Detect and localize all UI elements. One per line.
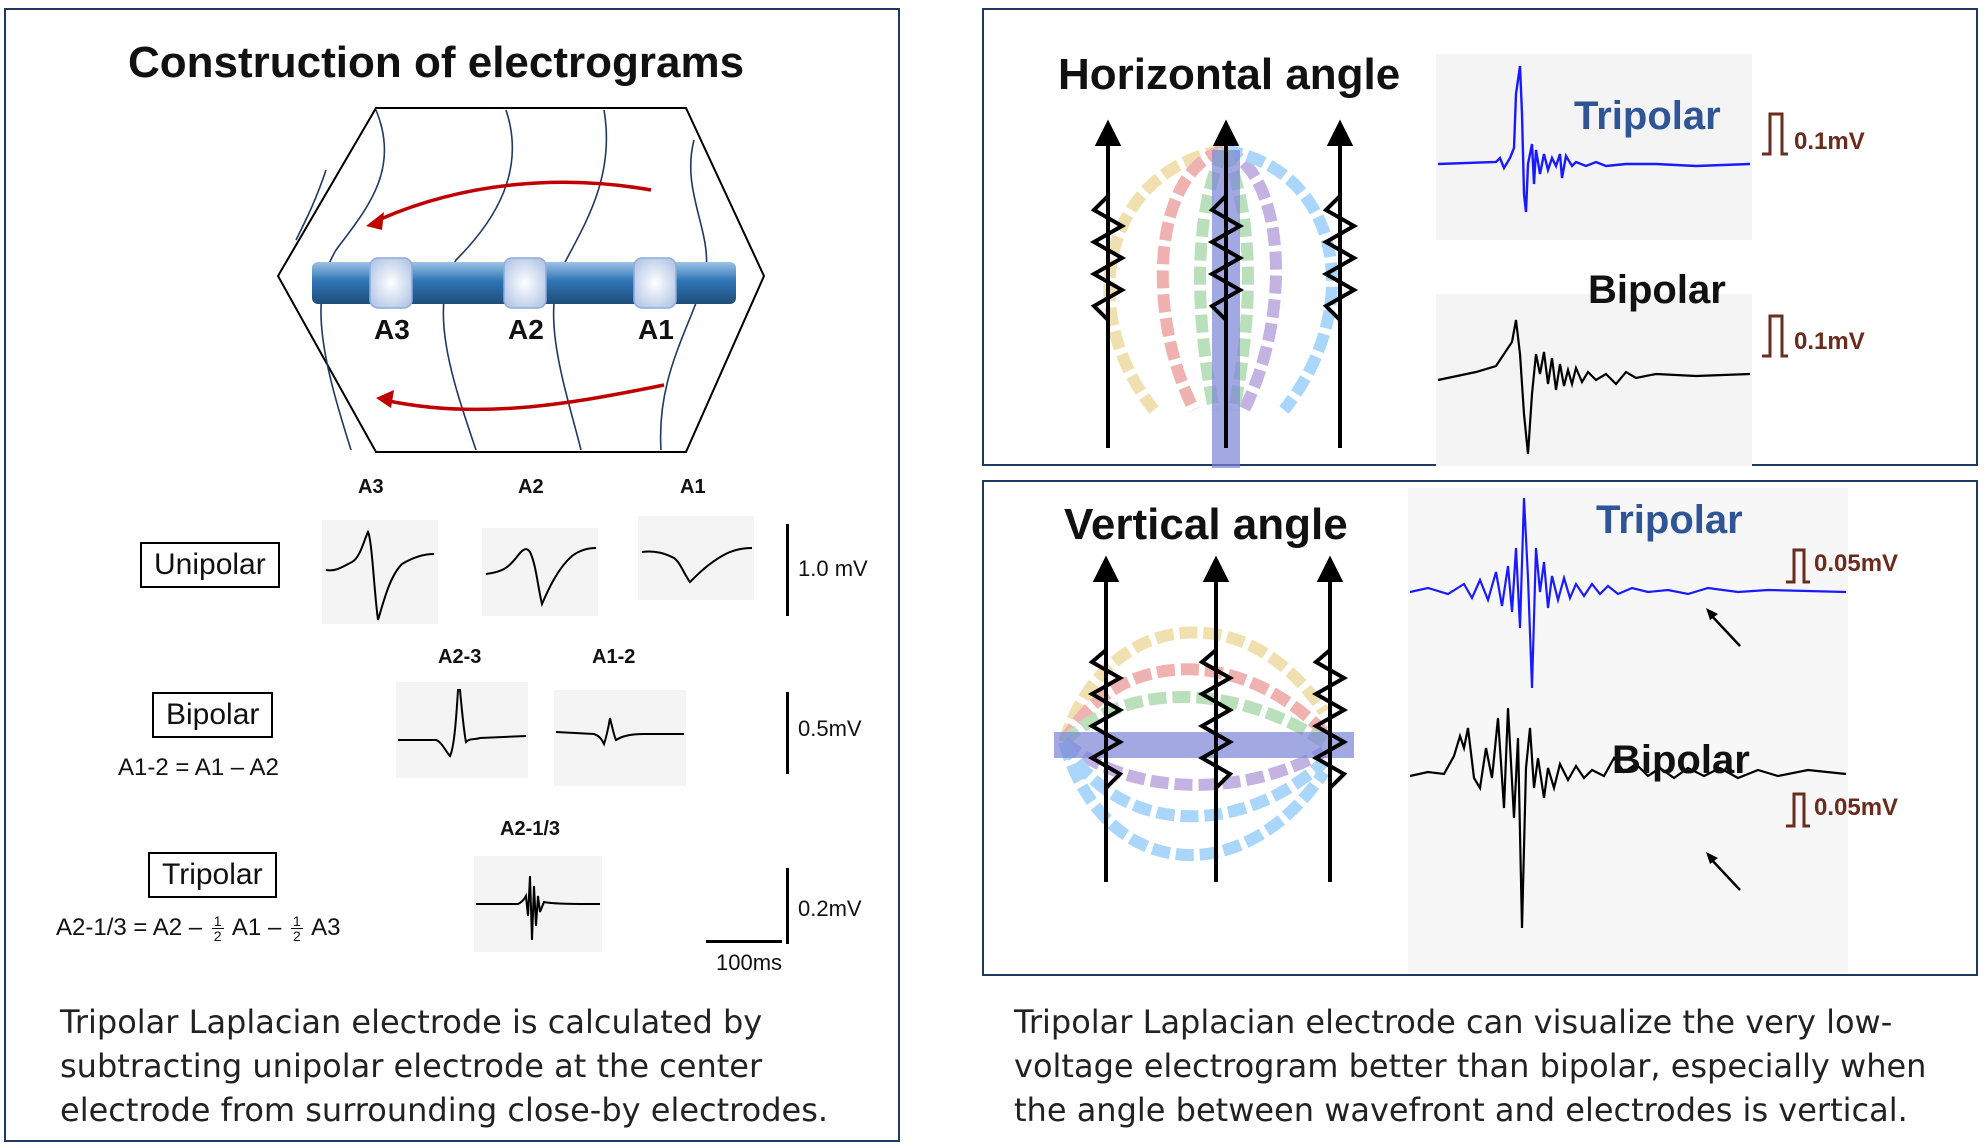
frac-den-2: 2: [292, 928, 301, 945]
vertical-bipolar-arrow-icon: [1706, 852, 1741, 891]
horizontal-angle-panel: Horizontal angle Tripol: [982, 8, 1978, 468]
unipolar-channel-a1: A1: [680, 476, 706, 498]
vertical-angle-title: Vertical angle: [1064, 500, 1348, 549]
left-title: Construction of electrograms: [128, 38, 745, 87]
vertical-tripolar-arrow-icon: [1706, 608, 1741, 647]
horizontal-angle-title: Horizontal angle: [1058, 50, 1401, 99]
unipolar-label: Unipolar: [140, 542, 280, 588]
left-panel: Construction of electrograms: [4, 8, 900, 1142]
bipolar-channel-a1-2: A1-2: [592, 646, 636, 668]
electrode-label-a1: A1: [638, 314, 674, 345]
frac-num-2: 1: [290, 913, 303, 930]
horizontal-bipolar-scale-label: 0.1mV: [1794, 328, 1865, 355]
frac-num-1: 1: [211, 913, 224, 930]
time-scale-label: 100ms: [716, 950, 783, 975]
unipolar-trace-a3: [322, 520, 438, 624]
horizontal-tripolar-scale-icon: [1762, 112, 1788, 156]
right-caption: Tripolar Laplacian electrode can visuali…: [1014, 1003, 1927, 1129]
vertical-tripolar-scale-label: 0.05mV: [1814, 550, 1899, 577]
time-scale-bar: [706, 940, 782, 943]
horizontal-tripolar-label: Tripolar: [1574, 94, 1721, 138]
unipolar-channel-a2: A2: [518, 476, 544, 498]
bipolar-trace-a2-3: [396, 682, 528, 778]
vertical-bipolar-scale-label: 0.05mV: [1814, 794, 1899, 821]
basket-catheter-vertical: [1054, 555, 1354, 882]
horizontal-bipolar-scale-icon: [1762, 314, 1788, 358]
unipolar-scale-label: 1.0 mV: [798, 556, 868, 581]
vertical-tripolar-scale-icon: [1786, 548, 1810, 584]
bipolar-formula: A1-2 = A1 – A2: [118, 754, 279, 781]
horizontal-bipolar-label: Bipolar: [1588, 268, 1726, 312]
unipolar-trace-a1: [638, 516, 754, 600]
vertical-bipolar-scale-icon: [1786, 792, 1810, 828]
electrode-label-a2: A2: [508, 314, 544, 345]
tripolar-trace-a2-1-3: [474, 856, 602, 952]
frac-den-1: 2: [213, 928, 222, 945]
tripolar-formula-mid: A1 –: [231, 914, 282, 941]
unipolar-channel-a3: A3: [358, 476, 384, 498]
bipolar-trace-a1-2: [554, 690, 686, 786]
unipolar-trace-a2: [482, 528, 598, 616]
vertical-bipolar-label: Bipolar: [1612, 738, 1750, 782]
tripolar-formula-end: A3: [311, 914, 341, 941]
bipolar-scale-bar: [786, 692, 789, 774]
tripolar-channel-a2-1-3: A2-1/3: [500, 818, 561, 840]
vertical-trace-area: [1408, 488, 1848, 972]
tripolar-scale-bar: [786, 868, 789, 944]
basket-catheter-horizontal: [1089, 119, 1359, 468]
unipolar-scale-bar: [786, 524, 789, 616]
tripolar-formula-lhs: A2-1/3 = A2 –: [56, 914, 203, 941]
bipolar-channel-a2-3: A2-3: [438, 646, 482, 668]
horizontal-tripolar-trace: [1436, 54, 1752, 240]
vertical-tripolar-label: Tripolar: [1596, 498, 1743, 542]
bipolar-scale-label: 0.5mV: [798, 716, 862, 741]
horizontal-bipolar-trace: [1436, 294, 1752, 466]
left-caption: Tripolar Laplacian electrode is calculat…: [60, 1003, 829, 1129]
vertical-angle-panel: Vertical angle Tripolar: [982, 480, 1978, 976]
tripolar-label: Tripolar: [148, 852, 277, 898]
catheter-diagram: [276, 107, 766, 453]
electrode-label-a3: A3: [374, 314, 410, 345]
horizontal-tripolar-scale-label: 0.1mV: [1794, 128, 1865, 155]
tripolar-scale-label: 0.2mV: [798, 896, 862, 921]
bipolar-label: Bipolar: [152, 692, 274, 738]
